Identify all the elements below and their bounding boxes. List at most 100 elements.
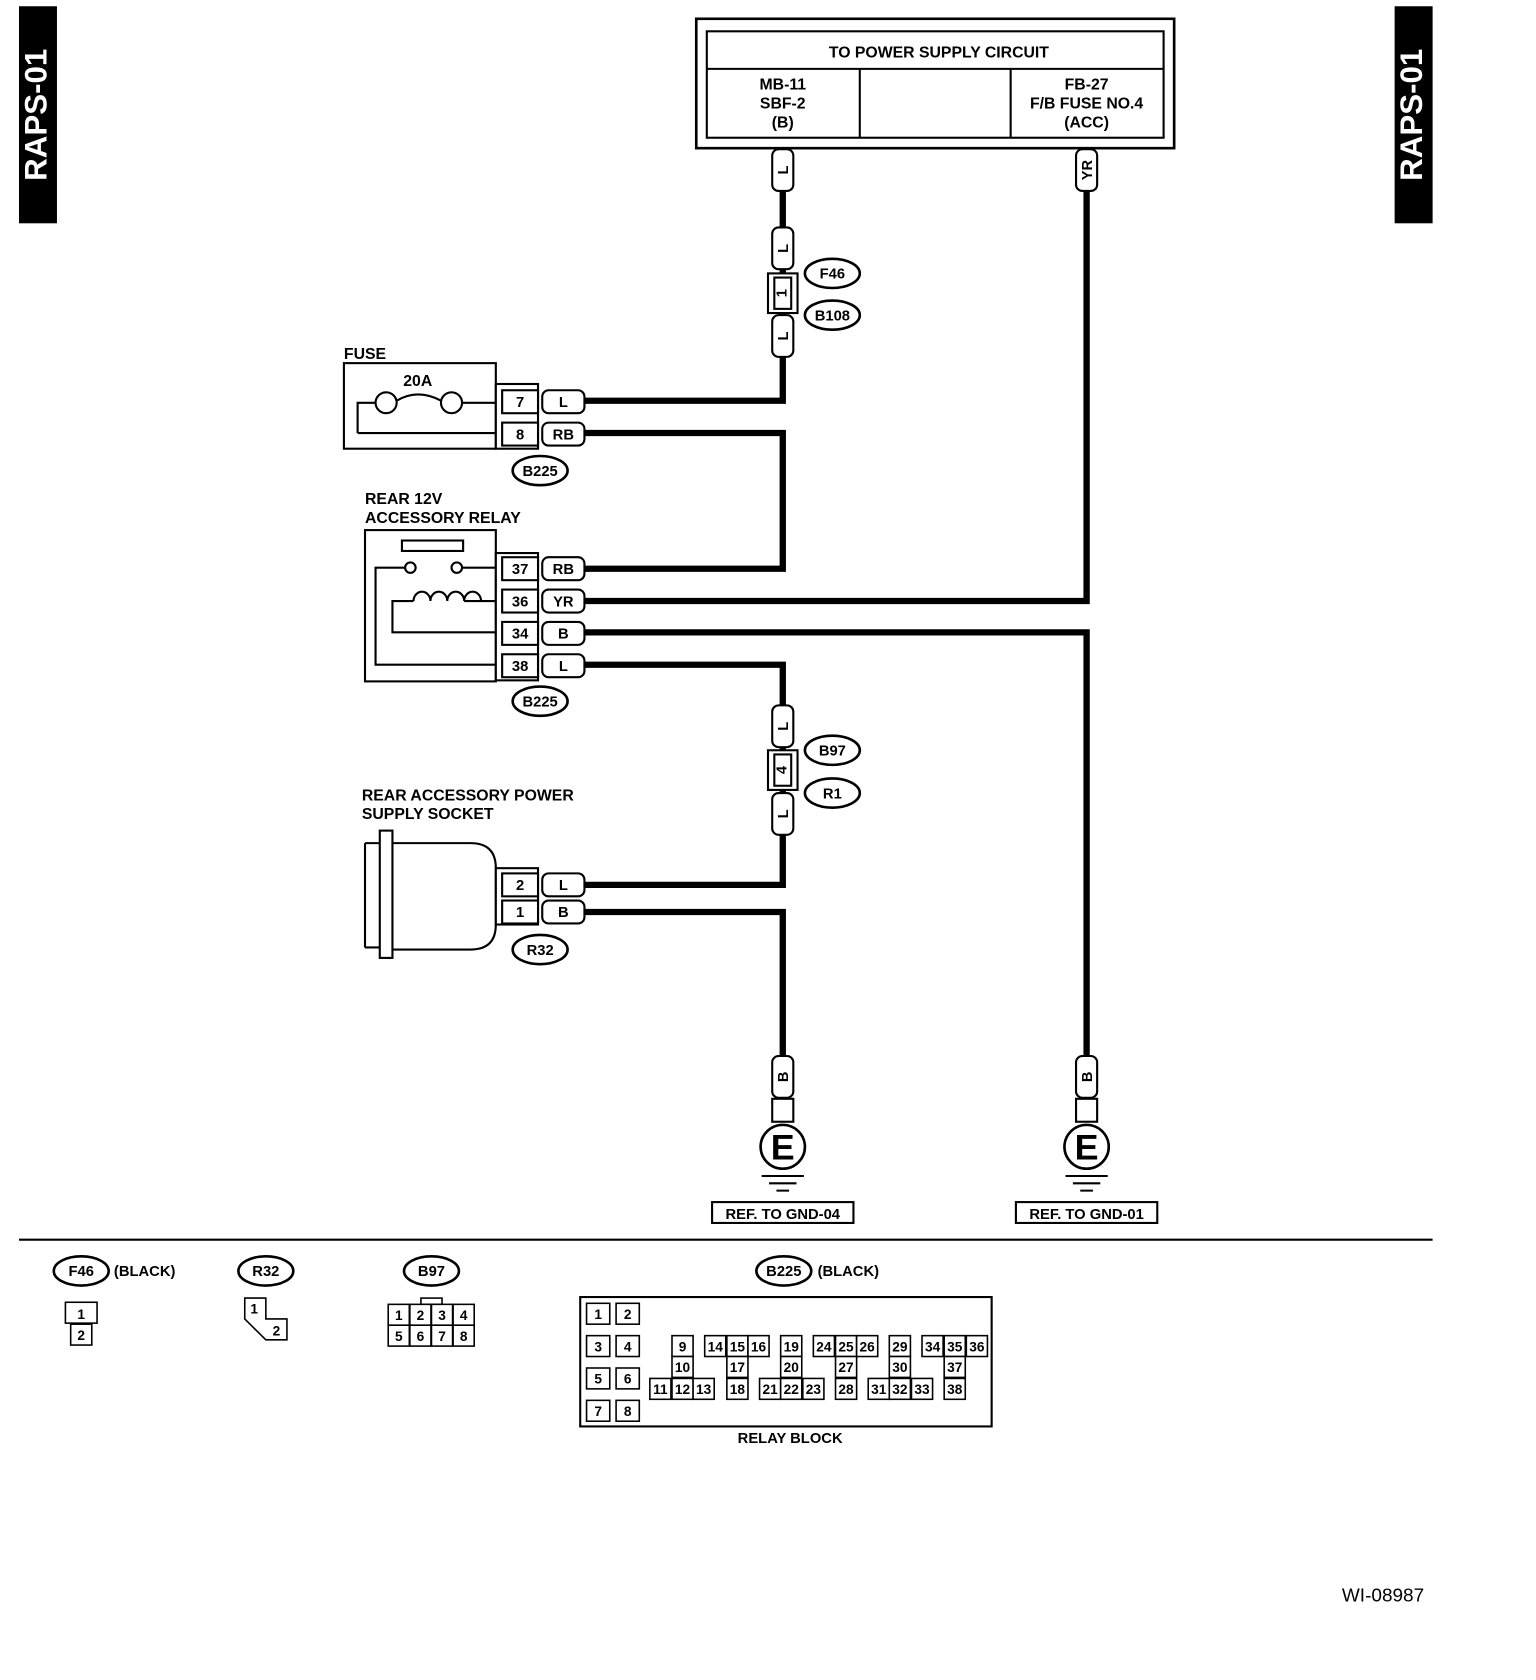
ground-right-wire-text: B: [1080, 1072, 1096, 1083]
ground-left-ground-circle: [759, 1123, 807, 1170]
legend-relay-grid-pin-num: 30: [892, 1360, 908, 1375]
power-supply-right-line: F/B FUSE NO.4: [1030, 96, 1144, 113]
side-tab-left: [18, 6, 57, 224]
b225-fuse-oval: [511, 454, 569, 487]
fuse-b225-pin7-pin-box: [501, 389, 540, 415]
power-supply-right-line: (ACC): [1064, 114, 1109, 131]
b225-relay-oval: [511, 685, 569, 718]
socket-label-line2: SUPPLY SOCKET: [362, 806, 494, 823]
legend-relay-pin-num: 1: [594, 1307, 602, 1322]
legend-relay-grid-pin-num: 15: [730, 1339, 746, 1354]
legend-relay-grid-pin: [910, 1377, 934, 1401]
relay-box: [363, 529, 497, 683]
legend-b225-note: (BLACK): [818, 1264, 880, 1280]
legend-relay-grid-pin: [747, 1334, 770, 1358]
r1-oval: [803, 777, 862, 809]
ps-left-wire-text: L: [776, 166, 792, 175]
legend-relay-pin-num: 5: [594, 1372, 602, 1387]
fuse-label: FUSE: [344, 346, 386, 363]
legend-r32-pin-1: 1: [250, 1302, 258, 1317]
relay-b225-pin-wire-tag: [541, 620, 586, 646]
b97-oval: [803, 734, 862, 767]
legend-b225-oval: [755, 1255, 813, 1287]
legend-relay-pin-num: 8: [624, 1404, 632, 1419]
legend-relay-grid-pin: [779, 1355, 803, 1379]
relay-b225-pin-wire-tag: [541, 588, 586, 614]
relay-b225-pin-wire: RB: [553, 562, 574, 578]
legend-b97-pin-num: 5: [395, 1329, 403, 1344]
legend-relay-pin: [585, 1367, 611, 1390]
legend-relay-grid-pin: [888, 1355, 912, 1379]
fuse-box: [342, 362, 497, 450]
socket-r32-pin2-pin-box: [501, 872, 540, 898]
relay-b225-pin-pin: 34: [512, 627, 529, 643]
relay-contact-b: [450, 561, 464, 574]
legend-relay-pin-num: 2: [624, 1307, 632, 1322]
legend-relay-grid-pin: [703, 1334, 727, 1358]
fuse-b225-pin8-wire: RB: [553, 427, 574, 443]
b97-top-wire-text: L: [776, 722, 792, 731]
legend-relay-grid-pin-num: 12: [675, 1382, 691, 1397]
legend-r32-pin-2: 2: [273, 1324, 281, 1339]
legend-relay-grid-pin: [692, 1377, 715, 1401]
legend-relay-pin-num: 7: [594, 1404, 602, 1419]
legend-r32-shape: [243, 1297, 288, 1341]
legend-relay-grid-pin: [726, 1377, 749, 1401]
legend-b225-label: B225: [766, 1264, 801, 1280]
ground-left-joint: [771, 1097, 795, 1123]
power-supply-title: TO POWER SUPPLY CIRCUIT: [829, 44, 1050, 61]
fuse-rating: 20A: [403, 373, 432, 390]
legend-relay-grid-pin-num: 38: [947, 1382, 963, 1397]
legend-b97-pin-num: 3: [438, 1308, 446, 1323]
legend-relay-grid-pin-num: 28: [838, 1382, 854, 1397]
legend-relay-grid-pin: [649, 1377, 672, 1401]
ground-left-ground-symbol: E: [771, 1127, 795, 1167]
legend-relay-pin: [615, 1367, 641, 1390]
wire-b-socket-ground: [580, 908, 786, 1107]
legend-relay-pin: [615, 1399, 641, 1422]
legend-relay-grid-pin: [802, 1377, 825, 1401]
legend-relay-grid-pin-num: 34: [925, 1339, 941, 1354]
relay-b225-pin-pin: 36: [512, 594, 528, 610]
power-supply-right-line: FB-27: [1065, 77, 1109, 94]
relay-bar: [400, 539, 465, 552]
ground-right-ground-symbol: E: [1075, 1127, 1099, 1167]
legend-relay-grid-pin: [855, 1334, 879, 1358]
legend-relay-grid-pin-num: 9: [679, 1339, 687, 1354]
wire-b-relay-ground: [580, 629, 1090, 1107]
legend-relay-grid-pin-num: 17: [730, 1360, 745, 1375]
legend-f46-latch-box: [64, 1301, 98, 1324]
legend-relay-grid-pin-num: 31: [871, 1382, 887, 1397]
legend-b97-pin-num: 8: [460, 1329, 468, 1344]
fuse-element: [356, 391, 496, 435]
legend-relay-grid-pin-num: 25: [838, 1339, 854, 1354]
legend-f46-oval: [52, 1255, 110, 1287]
power-supply-left-line: SBF-2: [760, 96, 806, 113]
ground-right-ref-text: REF. TO GND-01: [1029, 1207, 1143, 1223]
wire-rb-fuse-relay: [580, 429, 786, 572]
fuse-b225-pin8-pin-box: [501, 421, 540, 447]
ground-right-ref-box: [1014, 1201, 1159, 1224]
legend-f46-note: (BLACK): [114, 1264, 176, 1280]
legend-relay-grid-pin-num: 23: [806, 1382, 822, 1397]
b97-label: B97: [819, 744, 846, 760]
legend-relay-grid-pin-num: 21: [762, 1382, 778, 1397]
legend-b97-label: B97: [418, 1264, 445, 1280]
legend-relay-grid-pin-num: 20: [784, 1360, 800, 1375]
r32-oval: [511, 933, 569, 966]
legend-b97-pin: [452, 1324, 475, 1347]
relay-b225-pin-pin-box: [501, 588, 540, 614]
ground-left-ground-bars: [761, 1174, 804, 1192]
ps-right-wire-text: YR: [1080, 160, 1096, 181]
f46-label: F46: [820, 267, 845, 283]
legend-relay-grid-pin: [921, 1334, 944, 1358]
legend-relay-grid-pin: [834, 1377, 858, 1401]
f46-bottom-wire-text: L: [776, 332, 792, 341]
legend-b97-pin-num: 2: [417, 1308, 425, 1323]
ground-right-ground-circle: [1063, 1123, 1111, 1170]
power-supply-left-line: (B): [772, 114, 794, 131]
side-tab-left-text: RAPS-01: [18, 49, 53, 181]
relay-b225-pin-pin: 37: [512, 562, 528, 578]
side-tab-right: [1394, 6, 1433, 224]
r32-label: R32: [527, 943, 554, 959]
